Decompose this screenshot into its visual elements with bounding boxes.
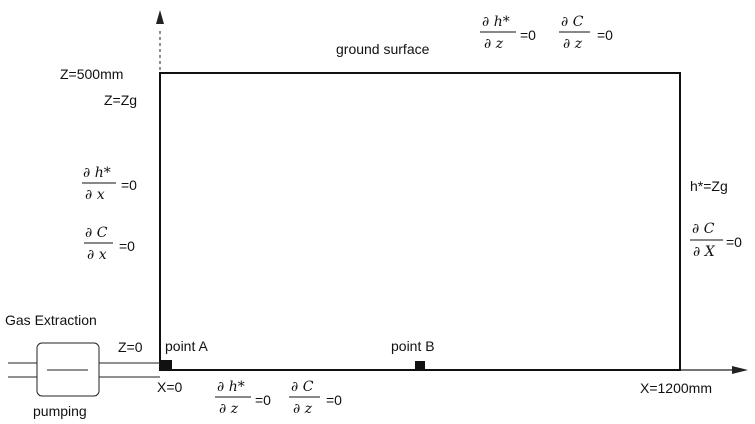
z-axis-arrow: [156, 10, 164, 24]
svg-text:=0: =0: [326, 392, 342, 408]
ground-surface-label: ground surface: [336, 41, 430, 57]
svg-text:∂ z: ∂ z: [293, 401, 313, 417]
svg-text:∂ C: ∂ C: [85, 225, 108, 241]
point-b-label: point B: [391, 338, 435, 354]
svg-text:∂ x: ∂ x: [87, 247, 107, 263]
svg-text:=0: =0: [255, 392, 271, 408]
h-star-right-label: h*=Zg: [690, 178, 728, 194]
bottom-bc-dc-dz: ∂ C ∂ z =0: [289, 379, 342, 417]
point-a-label: point A: [165, 338, 208, 354]
svg-text:=0: =0: [119, 238, 135, 254]
x-end-label: X=1200mm: [640, 380, 712, 396]
left-bc-dh-dx: ∂ h* ∂ x =0: [82, 165, 137, 203]
svg-text:∂ C: ∂ C: [561, 14, 584, 30]
bottom-bc-dh-dz: ∂ h* ∂ z =0: [215, 379, 271, 417]
svg-text:=0: =0: [121, 177, 137, 193]
domain-boundary: [159, 72, 681, 371]
svg-text:∂ h*: ∂ h*: [83, 165, 111, 181]
svg-text:∂ h*: ∂ h*: [217, 379, 245, 395]
svg-text:=0: =0: [726, 234, 742, 250]
svg-text:∂ z: ∂ z: [484, 36, 504, 52]
svg-text:∂ C: ∂ C: [692, 221, 715, 237]
top-bc-dh-dz: ∂ h* ∂ z =0: [480, 14, 536, 52]
left-bc-dc-dx: ∂ C ∂ x =0: [84, 225, 135, 263]
point-a-marker: [160, 360, 172, 371]
svg-text:∂ h*: ∂ h*: [482, 14, 510, 30]
x-zero-label: X=0: [157, 379, 183, 395]
right-bc-dc-dx: ∂ C ∂ X =0: [690, 221, 742, 260]
svg-text:=0: =0: [597, 27, 613, 43]
top-bc-dc-dz: ∂ C ∂ z =0: [559, 14, 613, 52]
svg-text:=0: =0: [520, 27, 536, 43]
pumping-label: pumping: [33, 403, 87, 419]
svg-text:∂ z: ∂ z: [563, 36, 583, 52]
z-top-label: Z=500mm: [60, 66, 123, 82]
svg-text:∂ x: ∂ x: [85, 187, 105, 203]
point-b-marker: [415, 361, 425, 370]
svg-text:∂ C: ∂ C: [291, 379, 314, 395]
svg-text:∂ z: ∂ z: [219, 401, 239, 417]
gas-extraction-label: Gas Extraction: [5, 312, 97, 328]
z-zero-label: Z=0: [118, 339, 143, 355]
x-axis-arrow: [732, 366, 748, 374]
svg-text:∂ X: ∂ X: [693, 244, 716, 260]
z-g-label: Z=Zg: [104, 92, 137, 108]
